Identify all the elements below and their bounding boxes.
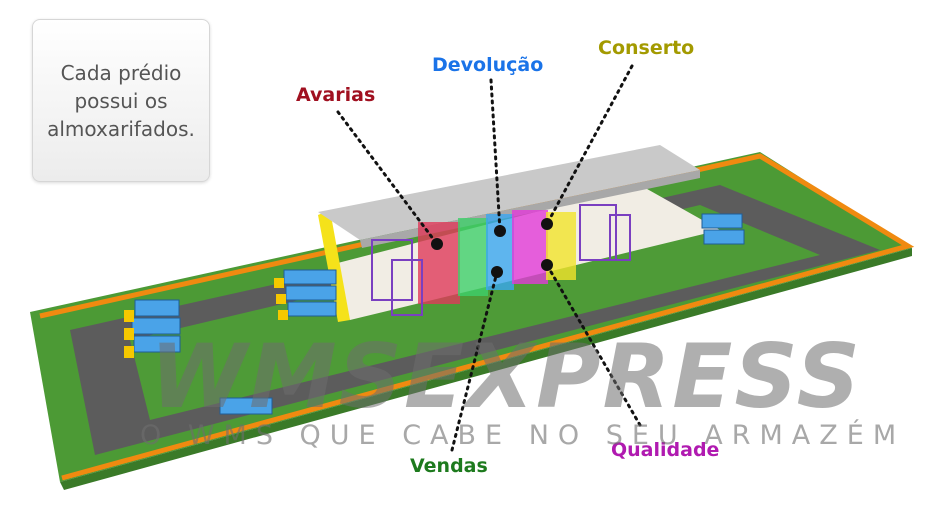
leader-lines [336,64,642,452]
zone-vendas-block [458,218,488,296]
yellow-wall [318,210,350,322]
trucks [131,213,745,415]
zone-label-avarias: Avarias [296,84,376,106]
zone-label-conserto: Conserto [598,37,695,59]
info-box: Cada prédio possui os almoxarifados. [32,19,210,182]
zone-avarias-block [418,222,460,304]
watermark-tagline: O WMS QUE CABE NO SEU ARMAZÉM [140,420,906,451]
zone-label-qualidade: Qualidade [611,439,720,461]
purple-racks [371,204,631,316]
roof [318,145,700,240]
watermark-brand: WMSEXPRESS [150,325,862,428]
zone-label-devolucao: Devolução [432,54,544,76]
zone-markers [431,218,553,278]
info-text: Cada prédio possui os almoxarifados. [47,60,195,141]
zone-label-vendas: Vendas [410,455,488,477]
